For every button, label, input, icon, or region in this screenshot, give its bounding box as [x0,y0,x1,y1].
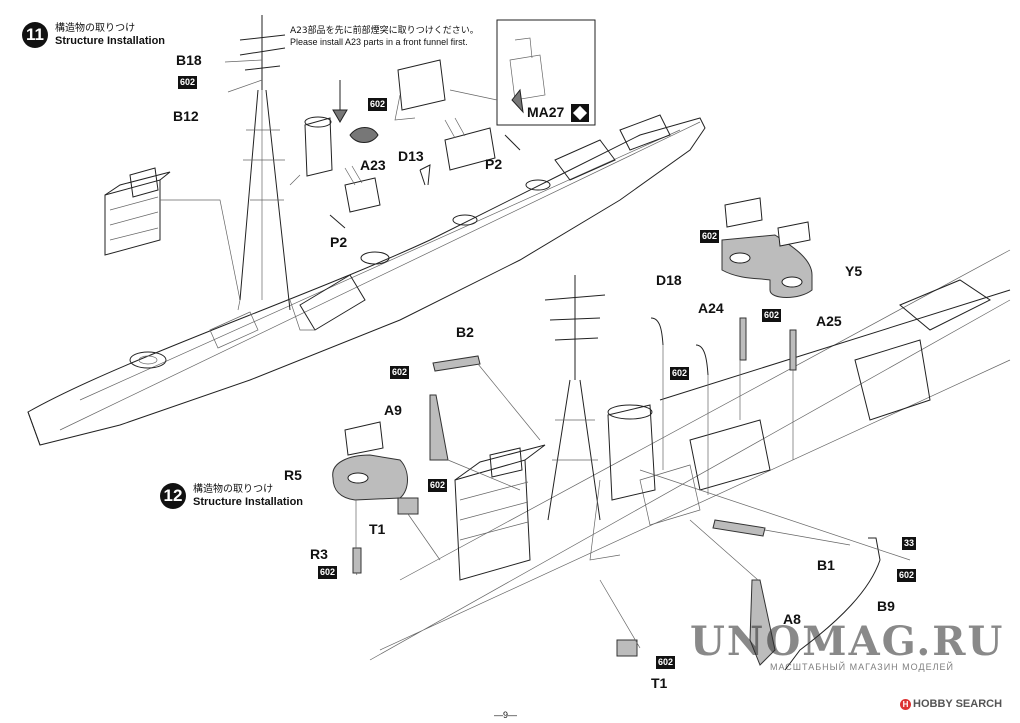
step12-title-en: Structure Installation [193,496,304,508]
part-label-d13: D13 [398,148,424,164]
step11-hull [27,114,706,446]
step12-number-badge: 12 [160,483,186,509]
paint-code-b12: 602 [178,76,198,89]
step11-title-jp: 構造物の取りつけ [55,23,136,34]
step12-title-jp: 構造物の取りつけ [193,484,274,495]
paint-code-a24-a25: 602 [762,309,782,322]
paint-code-d18: 602 [670,367,690,380]
step11-number: 11 [26,25,44,44]
part-label-a25: A25 [816,313,842,329]
part-label-p2-left: P2 [330,234,348,250]
page-number: —9— [494,710,518,720]
step11-guns [329,117,521,229]
step11-number-badge: 11 [22,22,48,48]
part-label-a9: A9 [384,402,402,418]
paint-code-b2: 602 [390,366,410,379]
step11-note-en: Please install A23 parts in a front funn… [290,37,468,47]
part-label-ma27: MA27 [527,104,565,120]
paint-code-b9-extra: 33 [902,537,917,550]
paint-code-b9: 602 [897,569,917,582]
y5-platform [721,197,813,298]
part-label-b9: B9 [877,598,895,614]
part-label-y5: Y5 [845,263,863,279]
watermark-tagline: МАСШТАБНЫЙ МАГАЗИН МОДЕЛЕЙ [770,662,954,672]
paint-code-a23: 602 [368,98,388,111]
step12-funnel [589,404,656,561]
step12-bridge [454,444,546,581]
paint-code-t1: 602 [656,656,676,669]
watermark-brand: UNOMAG.RU [690,618,1005,665]
part-label-r3: R3 [310,546,328,562]
part-label-a8: A8 [783,611,801,627]
step12-hull [369,249,1011,661]
step11-bridge [104,167,241,311]
step11-aft [394,59,446,121]
paint-code-r3: 602 [318,566,338,579]
step12-mast [544,275,606,521]
step11-title-en: Structure Installation [55,35,166,47]
diamond-icon [571,104,589,122]
part-label-t1-upper: T1 [369,521,386,537]
part-label-d18: D18 [656,272,682,288]
ma27-inset [449,19,596,126]
credit-text: HOBBY SEARCH [913,698,1003,710]
part-label-b2: B2 [456,324,474,340]
paint-code-r5: 602 [428,479,448,492]
part-label-t1-lower: T1 [651,675,668,691]
step12-guidelines [355,345,911,649]
part-label-b1: B1 [817,557,835,573]
step11-mast [224,15,291,311]
step11-note-jp: A23部品を先に前部煙突に取りつけください。 [290,26,479,36]
part-label-a24: A24 [698,300,724,316]
part-label-r5: R5 [284,467,302,483]
hobby-search-logo-icon: H [900,699,911,710]
part-label-p2-right: P2 [485,156,503,172]
part-label-a23: A23 [360,157,386,173]
paint-code-y5: 602 [700,230,720,243]
step11-funnel [289,80,379,186]
part-label-b12: B12 [173,108,199,124]
r5-platform [332,421,408,501]
small-parts [352,164,881,671]
part-label-b18: B18 [176,52,202,68]
step12-number: 12 [163,486,183,505]
